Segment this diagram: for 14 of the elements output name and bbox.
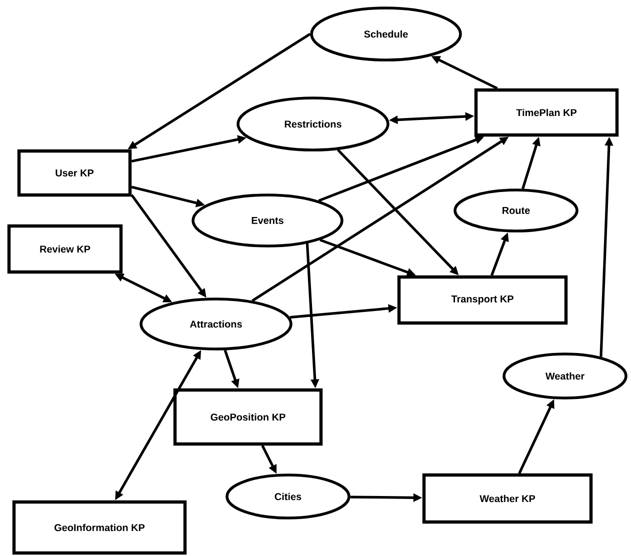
process-box: Weather KP — [422, 473, 593, 524]
ellipse-node: Route — [454, 188, 578, 232]
process-box: TimePlan KP — [474, 88, 619, 137]
process-box: Transport KP — [397, 275, 568, 325]
process-box: User KP — [17, 149, 132, 197]
ellipse-node: Cities — [226, 474, 350, 520]
process-box: GeoPosition KP — [173, 388, 323, 446]
ellipse-node: Events — [192, 194, 344, 248]
ellipse-node: Schedule — [310, 6, 462, 62]
ellipse-node: Weather — [502, 352, 628, 400]
process-box: Review KP — [7, 224, 123, 274]
ellipse-node: Restrictions — [236, 96, 390, 152]
process-box: GeoInformation KP — [12, 500, 187, 555]
ellipse-node: Attractions — [140, 298, 292, 350]
